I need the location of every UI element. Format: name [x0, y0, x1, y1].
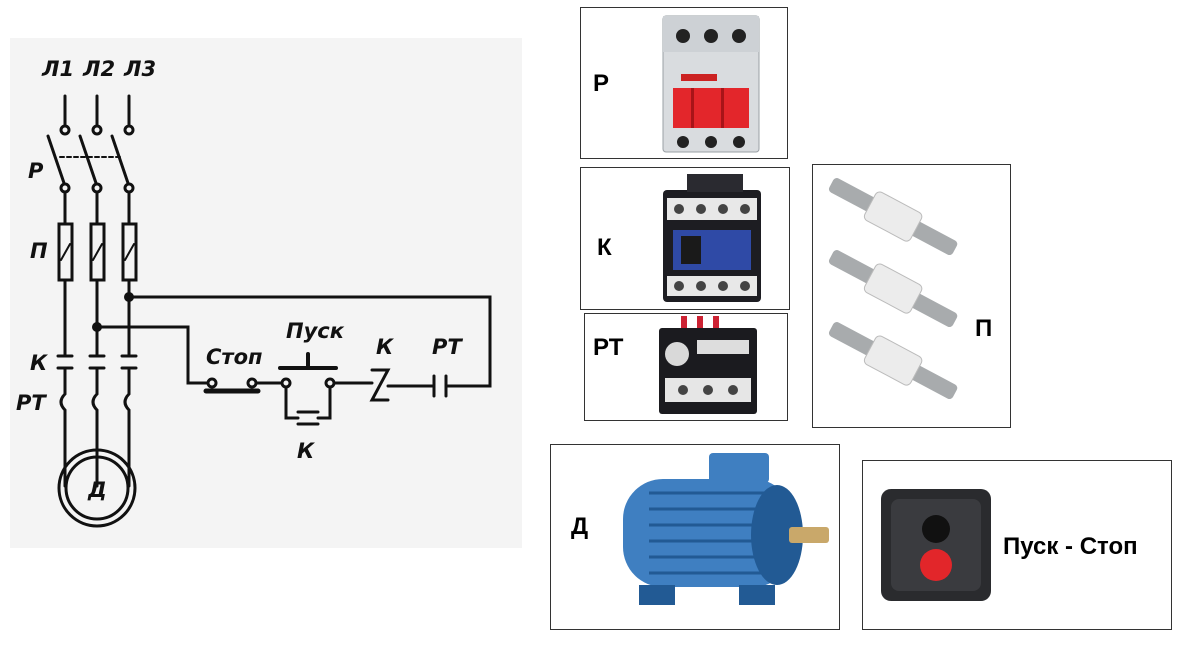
screw	[704, 29, 718, 43]
control-top-wire	[127, 295, 492, 388]
line-label-l2: Л2	[82, 57, 115, 81]
push-button-station-photo	[881, 489, 991, 601]
terminal-box	[709, 453, 769, 483]
screw	[740, 204, 750, 214]
station-face	[891, 499, 981, 591]
contactor-panel-label: К	[597, 234, 612, 261]
fuses-panel-label: П	[975, 315, 993, 342]
motor-panel: Д	[550, 444, 840, 630]
screw	[733, 136, 745, 148]
handle-split	[721, 88, 724, 128]
fuse-marks	[60, 243, 135, 261]
switch-panel-label: Р	[593, 70, 610, 97]
wiring-diagram: Л1 Л2 Л3 Р П	[10, 38, 522, 548]
start-contact	[278, 352, 338, 370]
pushbutton-panel-label: Пуск - Стоп	[1003, 533, 1138, 560]
motor-flange	[751, 485, 803, 585]
screw	[674, 281, 684, 291]
motor-panel-label: Д	[571, 513, 589, 540]
start-label: Пуск	[286, 319, 345, 343]
screw	[705, 136, 717, 148]
fuse-ceramic	[863, 263, 923, 314]
holding-label: К	[297, 439, 315, 463]
switch-panel: Р	[580, 7, 788, 159]
thermal-relay-panel-label: РТ	[593, 334, 624, 361]
stop-terminal	[206, 377, 218, 389]
terminal	[59, 124, 71, 136]
holding-contact	[296, 410, 320, 426]
diagram-svg: Л1 Л2 Л3 Р П	[16, 57, 492, 528]
screw	[678, 385, 688, 395]
contactor-top	[687, 174, 743, 192]
thermal-label: РТ	[16, 391, 47, 415]
motor-label: Д	[87, 478, 107, 502]
start-button-icon	[922, 515, 950, 543]
lines-to-contactor	[63, 278, 131, 358]
motor-outer	[57, 448, 137, 528]
line-label-l1: Л1	[41, 57, 74, 81]
thermal-element-1	[59, 366, 67, 488]
screw	[696, 281, 706, 291]
thermal-contact	[432, 374, 448, 398]
screw	[740, 281, 750, 291]
fuse-photo	[828, 178, 958, 400]
switch-label: Р	[28, 159, 44, 183]
line-label-l3: Л3	[123, 57, 156, 81]
control-left-wire	[95, 325, 210, 385]
motor-foot	[739, 585, 775, 605]
screw	[718, 281, 728, 291]
terminal-row	[667, 276, 757, 296]
thermal-relay-panel: РТ	[584, 313, 788, 421]
coil	[369, 368, 391, 402]
thermal-contact-label: РТ	[432, 335, 463, 359]
motor-foot	[639, 585, 675, 605]
screw	[677, 136, 689, 148]
cooling-fins	[649, 491, 787, 575]
stop-button-icon	[920, 549, 952, 581]
fuse-ceramic	[863, 335, 923, 386]
relay-pin	[681, 316, 687, 330]
stop-label: Стоп	[206, 345, 263, 369]
fuses-panel: П	[812, 164, 1011, 428]
switch-handle	[673, 88, 749, 128]
motor-body	[623, 479, 793, 587]
contactor-label: К	[30, 351, 48, 375]
breaker-switch-photo	[662, 15, 760, 153]
lines-to-fuses	[63, 190, 131, 226]
contactor-photo	[663, 174, 761, 302]
screw	[696, 204, 706, 214]
contactor-panel: К	[580, 167, 790, 310]
handle-split	[691, 88, 694, 128]
fuse-ceramic	[863, 191, 923, 242]
motor-inner	[64, 455, 130, 521]
screw	[674, 204, 684, 214]
relay-dial	[665, 342, 689, 366]
screw	[728, 385, 738, 395]
brand-plate	[681, 74, 717, 81]
screw	[676, 29, 690, 43]
screw	[718, 204, 728, 214]
terminal	[123, 124, 135, 136]
screw	[732, 29, 746, 43]
relay-pin	[697, 316, 703, 330]
holding-branch	[284, 385, 332, 420]
electric-motor-photo	[623, 453, 829, 605]
feed-lines	[63, 94, 131, 128]
thermal-element-2	[91, 366, 99, 488]
screw	[703, 385, 713, 395]
coil-label: К	[376, 335, 394, 359]
thermal-element-3	[123, 366, 131, 488]
fuse-label: П	[30, 239, 48, 263]
terminal-row	[667, 198, 757, 220]
thermal-relay-photo	[659, 316, 757, 414]
relay-pin	[713, 316, 719, 330]
pushbutton-panel: Пуск - Стоп	[862, 460, 1172, 630]
relay-plate	[697, 340, 749, 354]
motor-shaft	[789, 527, 829, 543]
contactor-window	[681, 236, 701, 264]
knife-switch-blades	[46, 134, 131, 188]
terminal	[91, 124, 103, 136]
